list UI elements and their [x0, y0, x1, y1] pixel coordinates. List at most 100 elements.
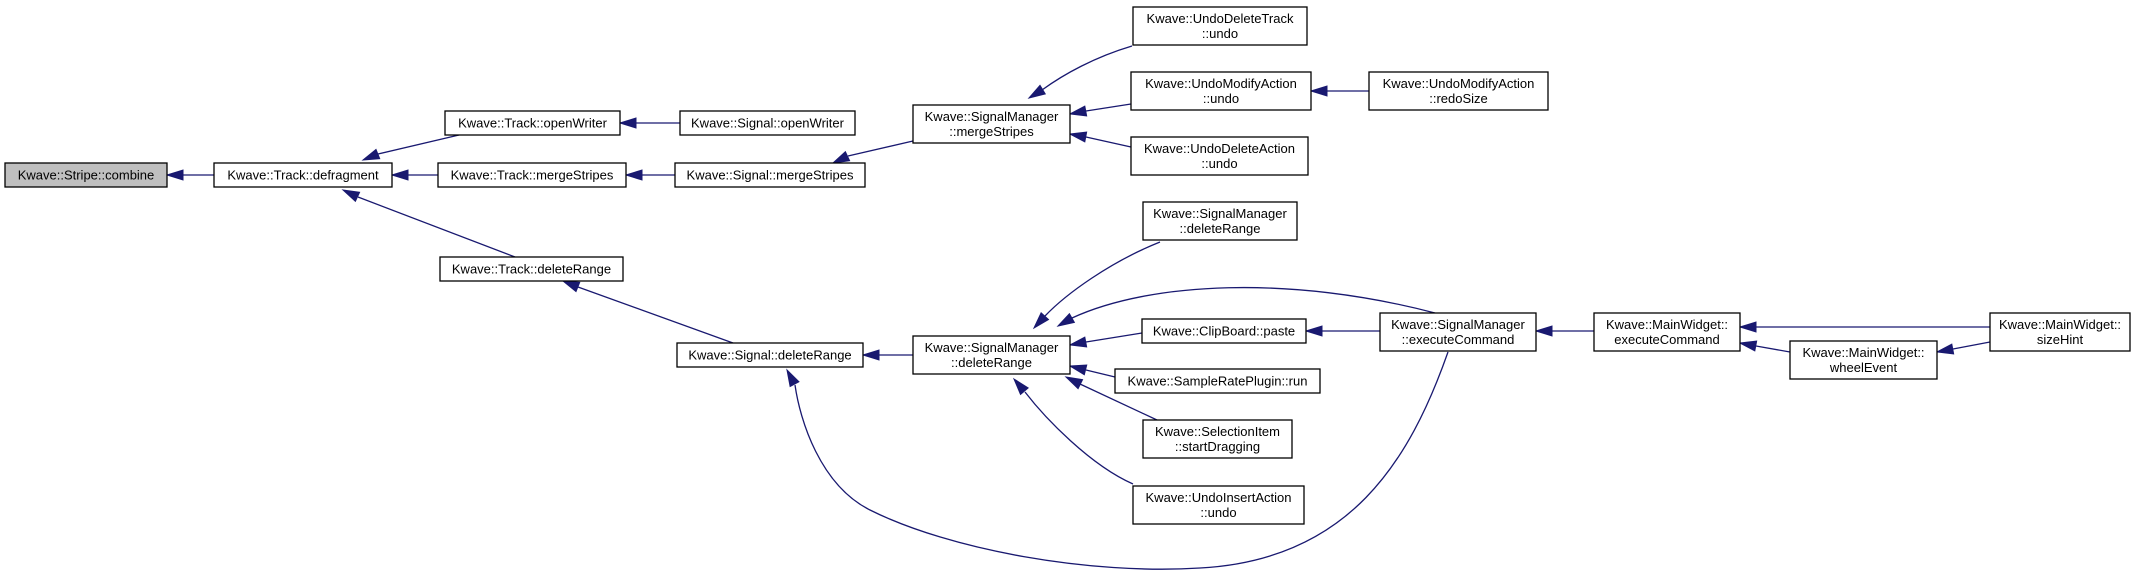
node-signal-openwriter[interactable]: Kwave::Signal::openWriter	[679, 110, 856, 136]
edge-line	[1041, 45, 1133, 91]
arrowhead-icon	[1738, 321, 1757, 333]
edge-mw_sizehint-to-mw_executecommand	[1738, 321, 1990, 333]
node-sm-deleterange2[interactable]: Kwave::SignalManager::deleteRange	[1142, 201, 1298, 241]
node-label: Kwave::UndoInsertAction	[1146, 490, 1292, 505]
arrowhead-icon	[1064, 376, 1084, 390]
node-label: Kwave::UndoDeleteAction	[1144, 141, 1295, 156]
arrowhead-icon	[1304, 325, 1323, 337]
edge-track_mergestripes-to-track_defragment	[390, 169, 438, 181]
edge-signal_openwriter-to-track_openwriter	[618, 117, 680, 129]
arrowhead-icon	[1068, 336, 1088, 348]
node-label: Kwave::Track::openWriter	[458, 116, 607, 131]
edge-line	[377, 134, 460, 155]
edge-line	[1755, 345, 1791, 353]
node-label: Kwave::SignalManager	[925, 340, 1059, 355]
edge-selection_startdragging-to-sm_deleterange	[1064, 376, 1158, 421]
node-label: wheelEvent	[1829, 360, 1898, 375]
edge-line	[1085, 103, 1132, 112]
node-selection-startdragging[interactable]: Kwave::SelectionItem::startDragging	[1142, 419, 1293, 459]
edge-line	[1024, 391, 1134, 485]
node-box	[1379, 312, 1537, 352]
node-label: ::redoSize	[1429, 91, 1488, 106]
edge-sm_deleterange2-to-sm_deleterange	[1032, 241, 1161, 330]
arrowhead-icon	[624, 169, 643, 181]
edge-line	[577, 286, 734, 344]
node-label: Kwave::UndoModifyAction	[1145, 76, 1297, 91]
node-label: Kwave::SelectionItem	[1155, 424, 1280, 439]
node-sm-deleterange[interactable]: Kwave::SignalManager::deleteRange	[912, 335, 1071, 375]
arrowhead-icon	[1068, 131, 1088, 143]
node-box	[1141, 318, 1307, 344]
node-label: ::executeCommand	[1402, 332, 1515, 347]
node-box	[674, 162, 866, 188]
edge-undo_insert_undo-to-sm_deleterange	[1012, 377, 1134, 485]
arrowhead-icon	[341, 189, 361, 203]
node-box	[439, 256, 624, 282]
edge-line	[1085, 332, 1143, 343]
edge-track_defragment-to-stripe_combine	[165, 169, 214, 181]
node-undo-modify-undo[interactable]: Kwave::UndoModifyAction::undo	[1130, 71, 1312, 111]
edge-undo_delete_action-to-sm_mergestripes	[1068, 131, 1132, 148]
edge-line	[1044, 241, 1161, 317]
node-stripe-combine[interactable]: Kwave::Stripe::combine	[4, 162, 168, 188]
node-label: ::mergeStripes	[949, 124, 1034, 139]
arrowhead-icon	[831, 150, 851, 164]
node-label: ::undo	[1202, 26, 1238, 41]
node-undo-delete-track[interactable]: Kwave::UndoDeleteTrack::undo	[1132, 6, 1308, 46]
arrowhead-icon	[561, 280, 581, 293]
node-label: sizeHint	[2037, 332, 2084, 347]
node-mw-wheelevent[interactable]: Kwave::MainWidget::wheelEvent	[1789, 340, 1938, 380]
edge-mw_executecommand-to-sm_executecommand	[1534, 325, 1594, 337]
node-label: Kwave::MainWidget::	[1999, 317, 2121, 332]
node-label: ::deleteRange	[951, 355, 1032, 370]
node-box	[1130, 136, 1309, 176]
node-signal-mergestripes[interactable]: Kwave::Signal::mergeStripes	[674, 162, 866, 188]
node-box	[1132, 485, 1305, 525]
node-clipboard-paste[interactable]: Kwave::ClipBoard::paste	[1141, 318, 1307, 344]
arrowhead-icon	[1738, 340, 1758, 352]
node-undo-modify-redosize[interactable]: Kwave::UndoModifyAction::redoSize	[1368, 71, 1549, 111]
node-label: Kwave::UndoDeleteTrack	[1147, 11, 1294, 26]
arrowhead-icon	[1068, 364, 1088, 376]
node-track-mergestripes[interactable]: Kwave::Track::mergeStripes	[437, 162, 627, 188]
node-label: Kwave::MainWidget::	[1802, 345, 1924, 360]
edge-signal_mergestripes-to-track_mergestripes	[624, 169, 675, 181]
node-box	[213, 162, 393, 188]
edge-signal_deleterange-to-track_deleterange	[561, 280, 734, 344]
arrowhead-icon	[1068, 105, 1088, 117]
node-undo-delete-action[interactable]: Kwave::UndoDeleteAction::undo	[1130, 136, 1309, 176]
node-label: ::undo	[1201, 156, 1237, 171]
arrowhead-icon	[1534, 325, 1553, 337]
node-track-defragment[interactable]: Kwave::Track::defragment	[213, 162, 393, 188]
edge-sm_executecommand-to-sm_deleterange	[1056, 286, 1436, 327]
edge-line	[1085, 369, 1116, 378]
arrowhead-icon	[390, 169, 409, 181]
arrowhead-icon	[786, 368, 800, 388]
node-sm-executecommand[interactable]: Kwave::SignalManager::executeCommand	[1379, 312, 1537, 352]
node-label: Kwave::MainWidget::	[1606, 317, 1728, 332]
node-undo-insert-undo[interactable]: Kwave::UndoInsertAction::undo	[1132, 485, 1305, 525]
node-track-deleterange[interactable]: Kwave::Track::deleteRange	[439, 256, 624, 282]
node-box	[1130, 71, 1312, 111]
node-sm-mergestripes[interactable]: Kwave::SignalManager::mergeStripes	[912, 104, 1071, 144]
node-box	[679, 110, 856, 136]
node-signal-deleterange[interactable]: Kwave::Signal::deleteRange	[676, 342, 864, 368]
edge-line	[1085, 136, 1132, 148]
node-sampleratepluginrun[interactable]: Kwave::SampleRatePlugin::run	[1114, 368, 1321, 394]
node-label: ::undo	[1203, 91, 1239, 106]
nodes-layer: Kwave::Stripe::combine Kwave::Track::defr…	[4, 6, 2131, 525]
arrowhead-icon	[618, 117, 637, 129]
node-box	[676, 342, 864, 368]
node-track-openwriter[interactable]: Kwave::Track::openWriter	[444, 110, 621, 136]
node-label: Kwave::Signal::deleteRange	[688, 348, 851, 363]
node-label: Kwave::Signal::mergeStripes	[687, 168, 854, 183]
edge-track_deleterange-to-track_defragment	[341, 189, 516, 258]
edge-track_openwriter-to-track_defragment	[361, 134, 460, 161]
arrowhead-icon	[1012, 377, 1029, 396]
node-mw-executecommand[interactable]: Kwave::MainWidget::executeCommand	[1593, 312, 1741, 352]
node-label: Kwave::ClipBoard::paste	[1153, 324, 1295, 339]
node-box	[444, 110, 621, 136]
node-mw-sizehint[interactable]: Kwave::MainWidget::sizeHint	[1989, 312, 2131, 352]
edge-sampleratepluginrun-to-sm_deleterange	[1068, 364, 1116, 378]
